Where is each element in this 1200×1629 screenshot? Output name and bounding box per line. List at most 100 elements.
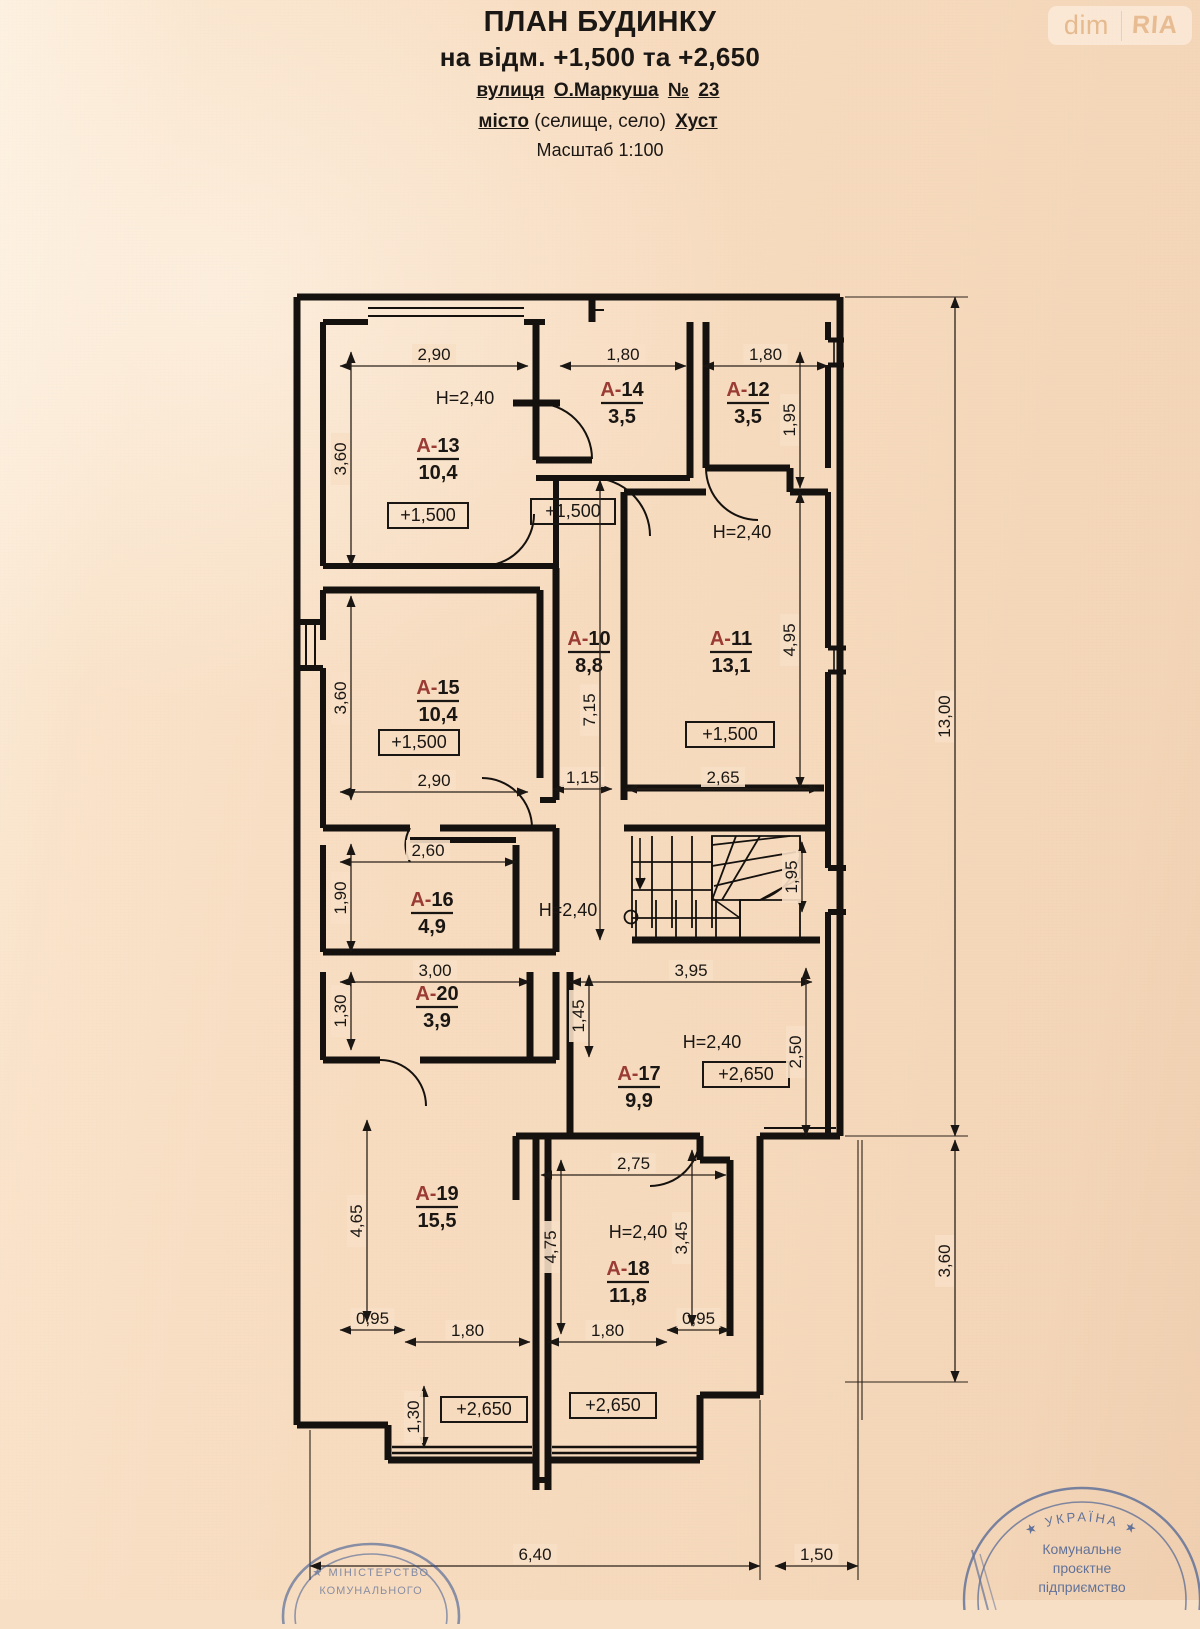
- city-value: Хуст: [675, 111, 718, 133]
- dimension-value: 3,60: [331, 681, 350, 714]
- dimension-vertical: 4,75: [541, 1159, 566, 1335]
- room-label: A-17 9,9: [617, 1063, 660, 1112]
- dimension-horizontal: 0,95: [666, 1308, 731, 1335]
- dimension-value: 1,95: [782, 860, 801, 893]
- room-area: 8,8: [575, 655, 603, 677]
- dimension-horizontal: 3,00: [339, 960, 531, 987]
- dimension-horizontal: 2,90: [339, 344, 529, 371]
- elevation-marker: +1,500: [378, 729, 460, 756]
- dimension-value: 13,00: [935, 695, 954, 738]
- dimension-value: 2,75: [617, 1154, 650, 1173]
- room-id: A-15: [416, 677, 459, 699]
- number-label: №: [667, 79, 690, 101]
- dimension-value: 1,80: [451, 1321, 484, 1340]
- dimension-vertical: 3,45: [672, 1149, 697, 1327]
- ceiling-height-label: H=2,40: [539, 900, 598, 920]
- elevation-value: +2,650: [585, 1395, 641, 1415]
- number-value: 23: [698, 79, 720, 101]
- room-area: 13,1: [712, 655, 751, 677]
- dimension-horizontal: 2,90: [339, 770, 529, 797]
- ceiling-height-label: H=2,40: [436, 388, 495, 408]
- dimension-horizontal: 1,80: [702, 344, 829, 371]
- dimension-value: 3,95: [674, 961, 707, 980]
- staircase: [623, 835, 802, 941]
- dimension-vertical: 1,30: [404, 1385, 429, 1449]
- ceiling-height-label: H=2,40: [609, 1222, 668, 1242]
- dimension-vertical: 1,45: [569, 974, 594, 1058]
- dimension-value: 7,15: [580, 693, 599, 726]
- elevation-marker: +2,650: [569, 1392, 657, 1419]
- room-id: A-17: [617, 1063, 660, 1085]
- dimension-value: 2,65: [706, 768, 739, 787]
- dim-ria-watermark: dim RIA: [1047, 6, 1192, 45]
- dimension-vertical: 3,60: [331, 351, 356, 567]
- elevation-value: +2,650: [456, 1399, 512, 1419]
- dimension-value: 4,95: [780, 623, 799, 656]
- dimension-value: 1,15: [566, 768, 599, 787]
- dimension-value: 6,40: [518, 1545, 551, 1564]
- room-id: A-12: [726, 379, 769, 401]
- dimension-value: 1,90: [331, 881, 350, 914]
- dimension-value: 3,60: [935, 1244, 954, 1277]
- ceiling-height-labels: H=2,40H=2,40H=2,40H=2,40H=2,40: [436, 388, 772, 1242]
- city-row: місто (селище, село) Хуст: [0, 108, 1200, 137]
- dimension-value: 1,45: [569, 999, 588, 1032]
- scale-label: Масштаб 1:100: [536, 139, 664, 160]
- page-title: ПЛАН БУДИНКУ: [483, 6, 717, 38]
- wall-layer: [293, 293, 846, 1490]
- elevation-value: +1,500: [545, 501, 601, 521]
- elevation-marker: +2,650: [440, 1396, 528, 1423]
- street-value: О.Маркуша: [553, 79, 659, 101]
- room-label: A-123,5: [726, 379, 769, 428]
- dimension-horizontal: 2,75: [540, 1153, 727, 1180]
- dimension-value: 4,65: [347, 1204, 366, 1237]
- street-row: вулиця О.Маркуша № 23: [0, 77, 1200, 106]
- room-id: A-13: [416, 435, 459, 457]
- page-subtitle: на відм. +1,500 та +2,650: [439, 42, 761, 73]
- room-label-group: A-1310,4A-143,5A-123,5A-1510,4A-108,8A-1…: [410, 379, 769, 1307]
- dimension-value: 1,80: [749, 345, 782, 364]
- room-id: A-19: [415, 1183, 458, 1205]
- dimension-value: 1,80: [591, 1321, 624, 1340]
- dimension-value: 1,95: [780, 403, 799, 436]
- dimension-vertical: 1,30: [331, 971, 356, 1051]
- dimension-vertical: 4,65: [347, 1119, 372, 1323]
- room-area: 10,4: [419, 462, 459, 484]
- room-id: A-16: [410, 889, 453, 911]
- dimension-value: 2,90: [417, 345, 450, 364]
- dimension-horizontal: 2,65: [625, 767, 821, 794]
- elevation-marker: +2,650: [702, 1061, 790, 1088]
- witness-lines: [309, 296, 968, 1580]
- room-area: 9,9: [625, 1090, 653, 1112]
- dimension-vertical: 4,95: [780, 491, 805, 789]
- room-id: A-20: [415, 983, 458, 1005]
- dimension-horizontal: 1,80: [559, 344, 687, 371]
- dimension-vertical: 2,50: [786, 967, 811, 1137]
- dimension-value: 3,45: [672, 1221, 691, 1254]
- elevation-marker: +1,500: [530, 498, 616, 525]
- dimension-value: 4,75: [541, 1230, 560, 1263]
- elevation-value: +1,500: [702, 724, 758, 744]
- dimension-horizontal: 0,95: [339, 1308, 406, 1335]
- plan-header: ПЛАН БУДИНКУ на відм. +1,500 та +2,650 в…: [0, 6, 1200, 163]
- room-id: A-11: [710, 628, 752, 650]
- room-label: A-203,9: [415, 983, 458, 1032]
- dimension-value: 3,60: [331, 442, 350, 475]
- dimension-horizontal: 1,80: [404, 1320, 531, 1347]
- room-label: A-11 13,1: [710, 628, 752, 677]
- dimension-horizontal: 6,40: [309, 1544, 761, 1571]
- dimension-value: 1,50: [800, 1545, 833, 1564]
- dimension-value: 1,80: [606, 345, 639, 364]
- room-label: A-108,8: [567, 628, 610, 677]
- room-label: A-13 10,4: [416, 435, 459, 484]
- watermark-separator: [1120, 10, 1122, 41]
- dimension-value: 2,90: [417, 771, 450, 790]
- elevation-marker-group: +1,500+1,500+1,500+1,500+2,650+2,650+2,6…: [378, 498, 790, 1423]
- dimension-value: 0,95: [682, 1309, 715, 1328]
- room-label: A-143,5: [600, 379, 644, 428]
- watermark-dim-text: dim: [1063, 10, 1109, 40]
- city-label: місто: [478, 111, 529, 133]
